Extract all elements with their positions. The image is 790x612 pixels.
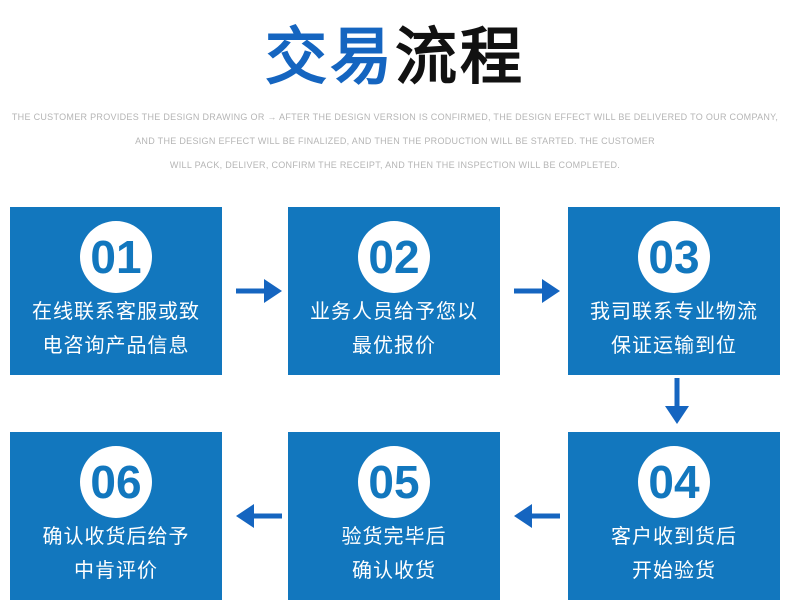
- subtitle-line-3: WILL PACK, DELIVER, CONFIRM THE RECEIPT,…: [169, 160, 621, 170]
- step-description-line: 电咨询产品信息: [42, 335, 190, 357]
- step-number-badge: 01: [80, 221, 152, 293]
- step-description-line: 在线联系客服或致: [32, 301, 200, 323]
- step-description: 验货完毕后 确认收货: [342, 520, 447, 588]
- step-description-line: 确认收货后给予: [42, 526, 190, 548]
- step-number: 05: [368, 456, 420, 508]
- step-card-03: 03 我司联系专业物流 保证运输到位: [568, 207, 780, 375]
- step-number-badge: 02: [358, 221, 430, 293]
- step-description-line: 中肯评价: [74, 560, 158, 582]
- arrow-left-icon: [513, 499, 561, 533]
- step-description-line: 开始验货: [632, 560, 716, 582]
- subtitle-text: THE CUSTOMER PROVIDES THE DESIGN DRAWING…: [0, 112, 790, 184]
- step-number-badge: 05: [358, 446, 430, 518]
- step-description: 客户收到货后 开始验货: [611, 520, 737, 588]
- step-description-line: 确认收货: [352, 560, 436, 582]
- step-number: 04: [648, 456, 700, 508]
- step-card-04: 04 客户收到货后 开始验货: [568, 432, 780, 600]
- step-description-line: 最优报价: [352, 335, 436, 357]
- step-description: 业务人员给予您以 最优报价: [310, 295, 478, 363]
- step-card-06: 06 确认收货后给予 中肯评价: [10, 432, 222, 600]
- step-number-badge: 06: [80, 446, 152, 518]
- step-card-02: 02 业务人员给予您以 最优报价: [288, 207, 500, 375]
- page-title-black-part: 流程: [395, 23, 526, 92]
- subtitle-line-2: AND THE DESIGN EFFECT WILL BE FINALIZED,…: [135, 136, 655, 146]
- page-title-blue-part: 交易: [264, 23, 395, 92]
- step-number: 02: [368, 231, 420, 283]
- arrow-right-icon: [513, 274, 561, 308]
- step-number: 03: [648, 231, 700, 283]
- step-description-line: 验货完毕后: [341, 526, 447, 548]
- page-title: 交易流程: [0, 16, 790, 100]
- step-number-badge: 03: [638, 221, 710, 293]
- arrow-down-icon: [660, 377, 694, 425]
- step-card-01: 01 在线联系客服或致 电咨询产品信息: [10, 207, 222, 375]
- step-number: 01: [90, 231, 142, 283]
- step-description-line: 业务人员给予您以: [310, 301, 478, 323]
- step-number: 06: [90, 456, 142, 508]
- step-description-line: 我司联系专业物流: [590, 301, 758, 323]
- step-card-05: 05 验货完毕后 确认收货: [288, 432, 500, 600]
- step-description-line: 客户收到货后: [611, 526, 737, 548]
- step-description: 我司联系专业物流 保证运输到位: [590, 295, 758, 363]
- arrow-right-icon: [235, 274, 283, 308]
- step-description-line: 保证运输到位: [611, 335, 737, 357]
- step-number-badge: 04: [638, 446, 710, 518]
- step-description: 在线联系客服或致 电咨询产品信息: [32, 295, 200, 363]
- arrow-left-icon: [235, 499, 283, 533]
- subtitle-line-1: THE CUSTOMER PROVIDES THE DESIGN DRAWING…: [11, 112, 779, 122]
- step-description: 确认收货后给予 中肯评价: [43, 520, 190, 588]
